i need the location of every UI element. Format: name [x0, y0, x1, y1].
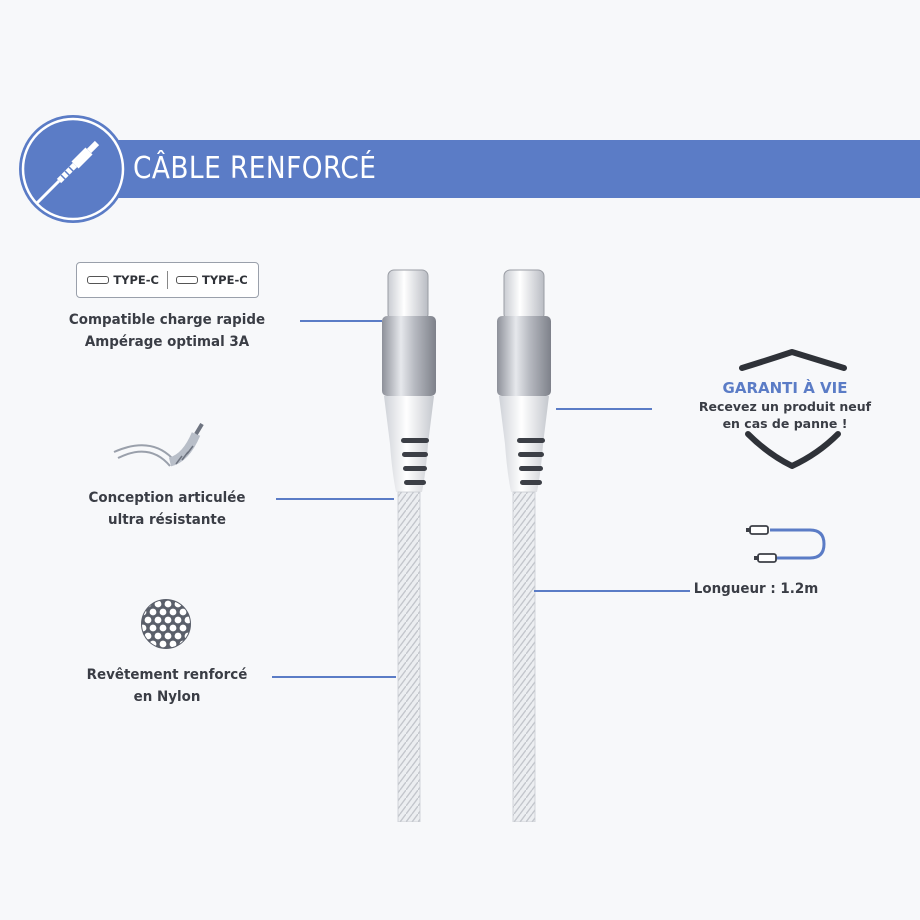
connector-right-label: TYPE-C	[202, 273, 248, 287]
badge-divider	[167, 271, 168, 289]
callout-line	[300, 320, 382, 322]
feature-fast-charge-line1: Compatible charge rapide	[68, 312, 266, 328]
right-cable	[497, 269, 551, 822]
feature-articulated-line2: ultra résistante	[108, 512, 226, 528]
feature-fast-charge: Compatible charge rapide Ampérage optima…	[45, 309, 289, 353]
nylon-mesh-icon	[141, 599, 191, 649]
product-cables-image	[382, 269, 551, 822]
page-title: CÂBLE RENFORCÉ	[133, 151, 377, 186]
connector-left-label: TYPE-C	[113, 273, 159, 287]
cable-icon	[19, 115, 127, 223]
warranty-title: GARANTI À VIE	[722, 379, 848, 397]
title-banner	[70, 140, 920, 198]
warranty-line2: en cas de panne !	[722, 416, 848, 431]
feature-articulated-line1: Conception articulée	[88, 490, 246, 506]
bent-cable-icon	[113, 422, 204, 467]
warranty-line1: Recevez un produit neuf	[698, 399, 872, 414]
warranty-text: Recevez un produit neuf en cas de panne …	[660, 398, 910, 432]
callout-line	[276, 498, 394, 500]
feature-articulated: Conception articulée ultra résistante	[45, 487, 289, 531]
connector-type-badge: TYPE-C TYPE-C	[76, 262, 259, 298]
feature-fast-charge-line2: Ampérage optimal 3A	[84, 334, 250, 350]
cable-length-icon	[746, 525, 826, 563]
feature-nylon: Revêtement renforcé en Nylon	[45, 664, 289, 708]
usb-c-plug-icon	[176, 276, 198, 284]
length-text: Longueur : 1.2m	[693, 581, 819, 597]
feature-nylon-line1: Revêtement renforcé	[86, 667, 248, 683]
callout-line	[556, 408, 652, 410]
left-cable	[382, 269, 436, 822]
shield-icon	[739, 349, 847, 469]
callout-line	[272, 676, 396, 678]
feature-nylon-line2: en Nylon	[133, 689, 201, 705]
callout-line	[534, 590, 690, 592]
usb-c-plug-icon	[87, 276, 110, 284]
